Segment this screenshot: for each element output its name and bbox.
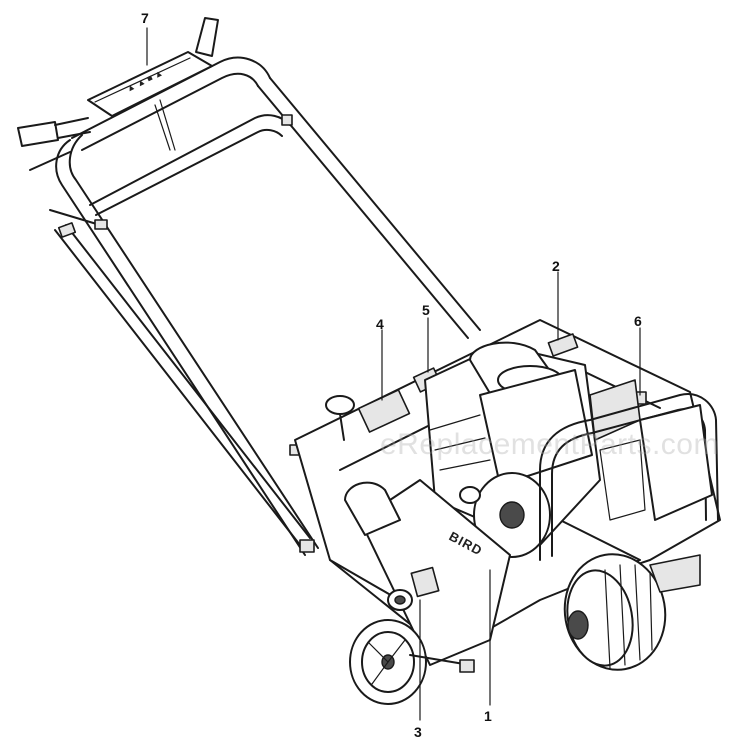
callout-1: 1 [484, 708, 492, 724]
callout-5: 5 [422, 302, 430, 318]
callout-leaders [146, 27, 641, 721]
engine [424, 341, 641, 558]
rear-roller [563, 553, 701, 671]
callout-7: 7 [141, 10, 149, 26]
roll-frame [539, 393, 719, 561]
callout-2: 2 [552, 258, 560, 274]
handle-assembly: ▲ ▲ ■ ▲ [17, 17, 481, 556]
callout-4: 4 [376, 316, 384, 332]
callout-3: 3 [414, 724, 422, 740]
watermark: eReplacementParts.com [380, 428, 719, 461]
front-wheel [349, 619, 475, 705]
callout-6: 6 [634, 313, 642, 329]
tine-guard [344, 479, 511, 666]
